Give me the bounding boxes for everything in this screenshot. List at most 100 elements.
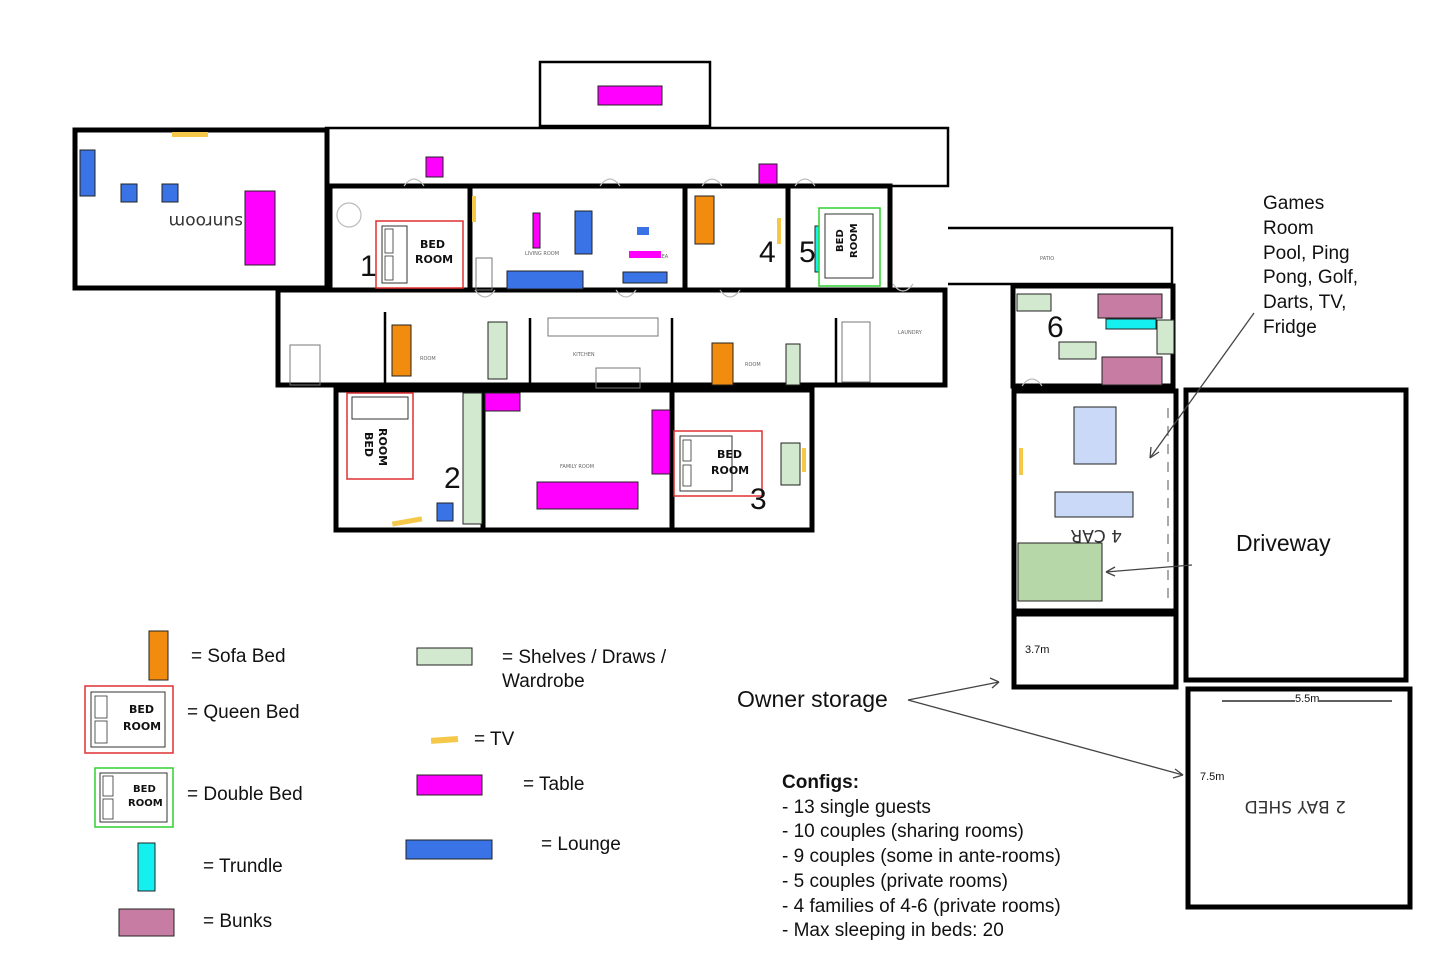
sofa-bed-middle-1 bbox=[391, 324, 412, 377]
bed-symbols: BED ROOM BED ROOM BED ROOM bbox=[346, 207, 881, 497]
table-porch-1 bbox=[425, 156, 444, 178]
svg-text:ROOM: ROOM bbox=[128, 798, 163, 809]
tv-bottom-3 bbox=[802, 448, 806, 472]
car-blue-1 bbox=[1073, 406, 1117, 465]
lounge-living-2 bbox=[506, 270, 584, 290]
svg-text:BED: BED bbox=[835, 229, 846, 252]
car-blue-2 bbox=[1054, 491, 1134, 518]
lounge-living-1 bbox=[574, 210, 593, 255]
config-item: - 5 couples (private rooms) bbox=[782, 870, 1008, 892]
room-number-6: 6 bbox=[1047, 311, 1064, 344]
svg-text:BED: BED bbox=[717, 448, 742, 461]
svg-text:FAMILY ROOM: FAMILY ROOM bbox=[560, 464, 594, 470]
legend-queen-bed-swatch: BED ROOM bbox=[84, 685, 174, 754]
lounge-sunroom-3 bbox=[161, 183, 179, 203]
lounge-dining-1 bbox=[637, 227, 649, 235]
tv-garage bbox=[1019, 448, 1023, 475]
config-item: - 4 families of 4-6 (private rooms) bbox=[782, 895, 1061, 917]
legend-table-swatch bbox=[416, 774, 483, 796]
shelves-bottom-3 bbox=[780, 442, 801, 486]
sunroom-label: sunroom bbox=[169, 211, 243, 231]
room-number-5: 5 bbox=[799, 236, 816, 269]
legend-trundle-swatch bbox=[137, 842, 156, 892]
room-number-1: 1 bbox=[360, 250, 377, 283]
tv-bottom-2 bbox=[391, 516, 423, 527]
tv-room-4 bbox=[777, 218, 781, 244]
legend-shelves: = Shelves / Draws / Wardrobe bbox=[502, 647, 667, 692]
table-porch-2 bbox=[758, 163, 778, 185]
dim-5-5-label: 5.5m bbox=[1295, 693, 1320, 705]
legend-swatches: BED ROOM BED ROOM bbox=[84, 630, 493, 937]
tv-sunroom bbox=[172, 132, 208, 137]
shelves-middle-1 bbox=[487, 321, 508, 380]
legend-sofa-bed-swatch bbox=[148, 630, 169, 681]
svg-text:BED: BED bbox=[133, 784, 156, 795]
table-living bbox=[532, 212, 541, 249]
table-family bbox=[536, 481, 639, 510]
config-item: - 10 couples (sharing rooms) bbox=[782, 821, 1024, 843]
configs-title: Configs: bbox=[782, 772, 860, 793]
svg-text:KITCHEN: KITCHEN bbox=[573, 352, 595, 358]
table-bottom-1 bbox=[484, 392, 521, 412]
furniture bbox=[79, 85, 1175, 602]
legend-tv: = TV bbox=[474, 729, 515, 750]
table-sunroom bbox=[244, 190, 276, 266]
driveway-area bbox=[1183, 387, 1409, 683]
door-details bbox=[289, 178, 1043, 389]
bunks-games-2 bbox=[1101, 356, 1163, 386]
room-number-2: 2 bbox=[444, 462, 461, 495]
lounge-dining-2 bbox=[622, 271, 668, 284]
car-green bbox=[1017, 542, 1103, 602]
sofa-bed-4 bbox=[694, 195, 715, 245]
lounge-bottom-2 bbox=[436, 502, 454, 522]
svg-text:ROOM: ROOM bbox=[415, 253, 453, 266]
house-walls bbox=[72, 60, 1413, 910]
legend-queen-bed: = Queen Bed bbox=[187, 702, 300, 723]
legend-shelves-swatch bbox=[416, 647, 473, 666]
shed-label: 2 BAY SHED bbox=[1245, 796, 1346, 816]
svg-text:PATIO: PATIO bbox=[1040, 256, 1054, 262]
config-item: - Max sleeping in beds: 20 bbox=[782, 920, 1004, 942]
legend-table: = Table bbox=[523, 774, 585, 795]
legend-trundle: = Trundle bbox=[203, 856, 283, 877]
svg-text:ROOM: ROOM bbox=[745, 362, 761, 368]
lounge-sunroom-1 bbox=[79, 149, 96, 197]
svg-text:LIVING ROOM: LIVING ROOM bbox=[525, 251, 559, 257]
legend-bunks: = Bunks bbox=[203, 911, 273, 932]
legend-bunks-swatch bbox=[118, 908, 175, 937]
car-label: 4 CAR bbox=[1070, 525, 1122, 545]
table-top-outdoor bbox=[597, 85, 663, 106]
legend-lounge: = Lounge bbox=[541, 834, 621, 855]
shelves-games-3 bbox=[1058, 341, 1097, 360]
configs-block: Configs: - 13 single guests - 10 couples… bbox=[782, 771, 1061, 944]
svg-text:ROOM: ROOM bbox=[849, 223, 860, 258]
svg-text:ROOM: ROOM bbox=[711, 464, 749, 477]
bed-room-2: BED ROOM bbox=[346, 392, 414, 480]
svg-text:BED: BED bbox=[420, 238, 445, 251]
room-number-4: 4 bbox=[759, 236, 776, 269]
svg-text:LAUNDRY: LAUNDRY bbox=[898, 330, 923, 336]
shelves-games-1 bbox=[1016, 293, 1052, 312]
legend-double-bed-swatch: BED ROOM bbox=[94, 767, 174, 828]
arrows bbox=[907, 312, 1255, 779]
owner-storage-label: Owner storage bbox=[737, 686, 888, 712]
config-item: - 13 single guests bbox=[782, 796, 931, 818]
config-item: - 9 couples (some in ante-rooms) bbox=[782, 846, 1061, 868]
legend-double-bed: = Double Bed bbox=[187, 784, 303, 805]
bunks-games-1 bbox=[1097, 293, 1163, 319]
shelves-bottom-2 bbox=[462, 392, 483, 525]
games-room-note: Games Room Pool, Ping Pong, Golf, Darts,… bbox=[1263, 193, 1359, 338]
lounge-sunroom-2 bbox=[120, 183, 138, 203]
driveway-label: Driveway bbox=[1236, 530, 1331, 556]
table-family-side bbox=[651, 409, 671, 475]
svg-text:BED: BED bbox=[129, 703, 154, 716]
trundle-games bbox=[1105, 318, 1157, 330]
dim-3-7-label: 3.7m bbox=[1025, 644, 1050, 656]
table-dining bbox=[629, 251, 661, 258]
shelves-games-2 bbox=[1156, 319, 1175, 355]
svg-text:ROOM: ROOM bbox=[123, 720, 161, 733]
svg-text:BED: BED bbox=[362, 432, 375, 457]
shelves-middle-2 bbox=[785, 343, 801, 386]
legend-lounge-swatch bbox=[405, 839, 493, 860]
